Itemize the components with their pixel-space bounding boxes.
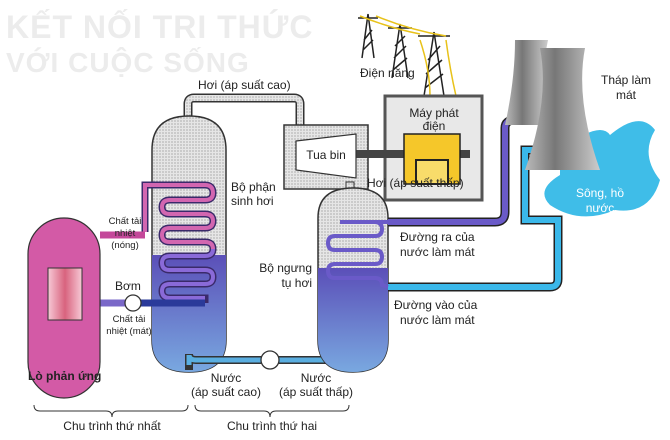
label-electricity: Điện năng [360,66,415,80]
label-generator: Máy phát [409,106,459,120]
label-hot-coolant-2: nhiệt [115,228,136,239]
steam-generator-vessel [141,115,227,373]
label-cycle2: Chu trình thứ hai [227,419,317,433]
watermark-line1: KẾT NỐI TRI THỨC [6,9,313,45]
turbine-icon [295,133,357,179]
label-steam-generator: Bộ phận [231,180,276,194]
label-steam-low: Hơi (áp suất thấp) [367,176,464,190]
watermark: KẾT NỐI TRI THỨC VỚI CUỘC SỐNG [6,9,313,78]
label-water-low-2: (áp suất thấp) [279,385,353,399]
primary-pump-icon [124,294,142,312]
label-pump: Bơm [115,279,141,293]
label-generator-2: điện [423,119,446,133]
label-condenser: Bộ ngưng [259,261,312,275]
label-steam-generator-2: sinh hơi [231,194,274,208]
label-outlet-2: nước làm mát [400,245,475,259]
reactor [27,217,205,399]
label-cooling-tower: Tháp làm [601,73,651,87]
power-pylons-icon [358,13,457,97]
label-inlet-2: nước làm mát [400,313,475,327]
label-cooling-tower-2: mát [616,88,637,102]
label-cycle1: Chu trình thứ nhất [63,419,161,433]
cycle2-brace [194,404,350,418]
cycle1-brace [33,404,189,418]
fuel-rods-icon [47,267,83,321]
label-cold-coolant-2: nhiệt (mát) [106,326,151,337]
label-water-low: Nước [301,371,332,385]
feedwater-pump-icon [260,350,280,370]
label-steam-high: Hơi (áp suất cao) [198,78,291,92]
watermark-line2: VỚI CUỘC SỐNG [6,46,250,78]
label-hot-coolant-3: (nóng) [111,240,138,251]
label-outlet: Đường ra của [400,230,475,244]
label-reactor: Lò phản ứng [28,369,101,383]
label-water-high: Nước [211,371,242,385]
label-condenser-2: tụ hơi [281,276,312,290]
label-river: Sông, hồ [576,186,624,200]
cooling-towers-icon [505,40,600,170]
label-river-2: nước [586,201,615,215]
label-hot-coolant: Chất tải [109,216,142,227]
label-inlet: Đường vào của [394,298,478,312]
condenser-vessel [317,115,563,373]
label-water-high-2: (áp suất cao) [191,385,261,399]
label-cold-coolant: Chất tải [113,314,146,325]
label-turbine: Tua bin [306,148,346,162]
